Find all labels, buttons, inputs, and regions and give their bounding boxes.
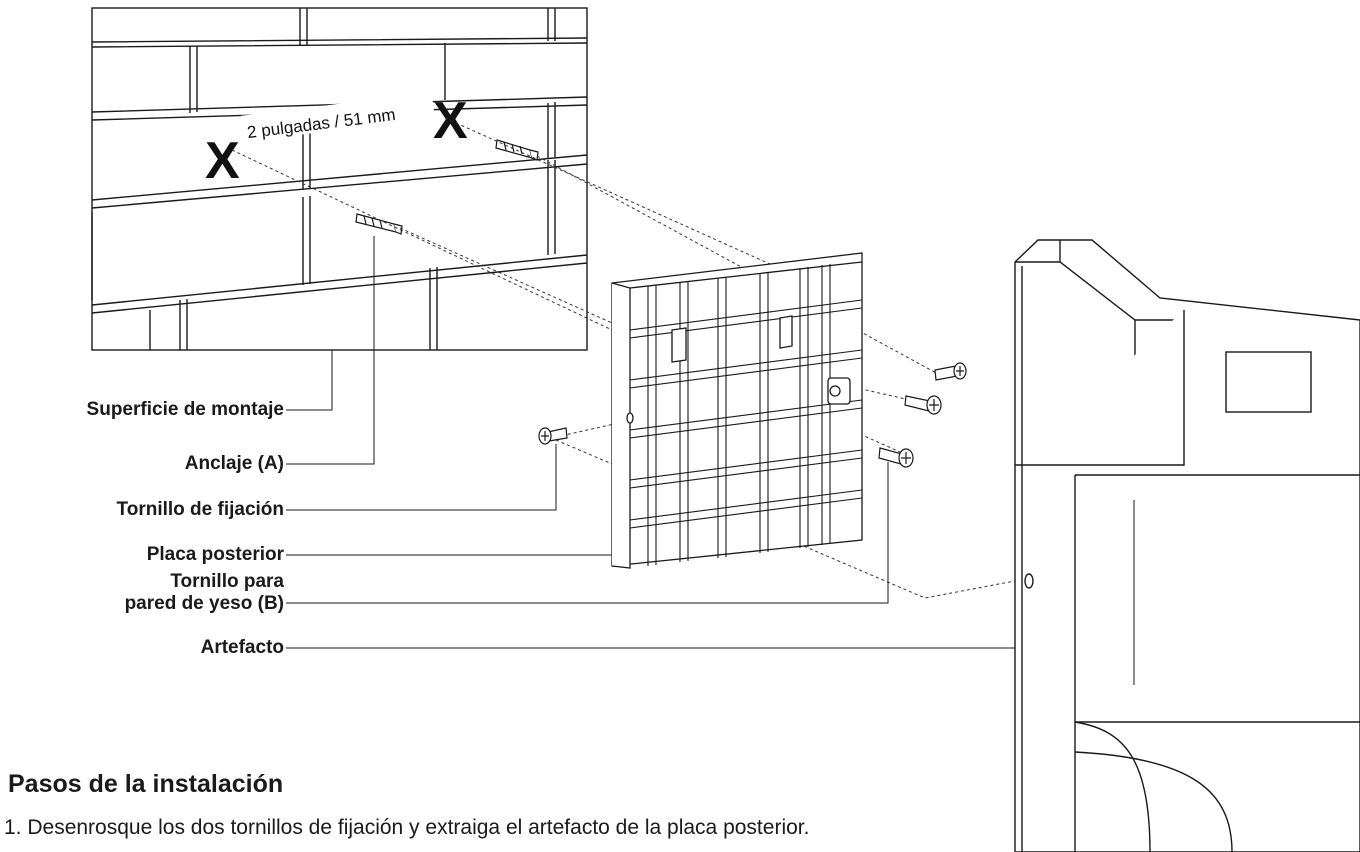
- installation-step-1: 1. Desenrosque los dos tornillos de fija…: [4, 816, 810, 839]
- callout-drywall-screw-line2: pared de yeso (B): [124, 593, 284, 614]
- drywall-screw-icon: [904, 395, 942, 415]
- callout-fixture: Artefacto: [200, 637, 284, 658]
- set-screw-icon: [934, 362, 967, 381]
- back-plate: [611, 252, 863, 569]
- callout-back-plate: Placa posterior: [146, 544, 284, 565]
- set-screw-icon: [538, 427, 568, 445]
- screw-icons: [538, 362, 967, 468]
- installation-steps-heading: Pasos de la instalación: [8, 770, 284, 798]
- callout-anchor: Anclaje (A): [184, 453, 284, 474]
- callout-drywall-screw-line1: Tornillo para: [170, 571, 284, 592]
- drill-mark-left: X: [205, 132, 240, 190]
- callout-drywall-screw: Tornillo para pared de yeso (B): [125, 571, 284, 615]
- anchor-icon: [355, 213, 403, 235]
- callout-set-screw: Tornillo de fijación: [116, 499, 284, 520]
- callout-leaders: [286, 236, 1015, 649]
- callout-mounting-surface: Superficie de montaje: [86, 399, 284, 420]
- mounting-surface-wall: [91, 7, 588, 351]
- drywall-screw-icon: [878, 447, 914, 468]
- fixture-housing: [1014, 239, 1360, 852]
- anchor-icons: [355, 139, 539, 235]
